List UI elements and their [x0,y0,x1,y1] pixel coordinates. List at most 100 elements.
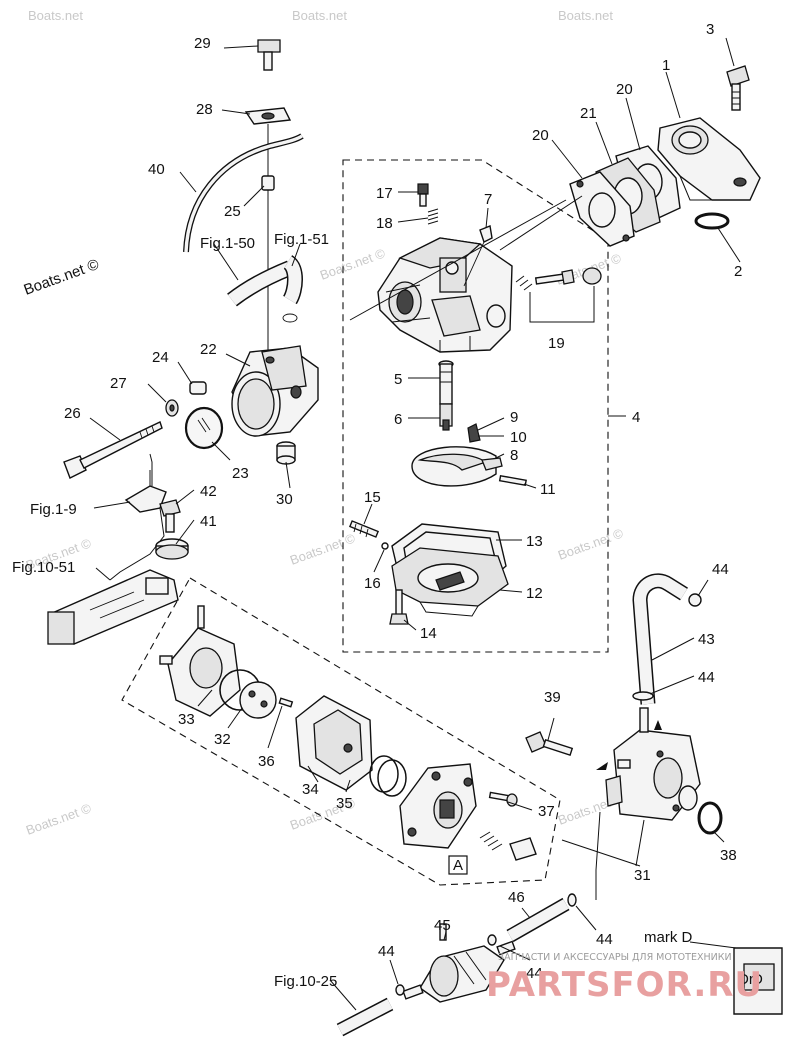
float-pin [498,474,527,487]
hose-clip [487,934,497,946]
hose-clip [632,691,654,701]
pilot-screw [417,183,429,207]
hose-clip [567,893,577,907]
float-chamber [391,547,509,617]
figure-references: Fig.1-50 Fig.1-51 Fig.1-9 Fig.10-51 Fig.… [12,231,693,990]
throttle-stop-screw [515,267,602,291]
pump-spring-2 [479,831,503,851]
callout-part-13: 13 [526,533,543,550]
watermark: Boats.net © [24,800,94,838]
callout-part-39: 39 [544,689,561,706]
manifold-bolt [726,65,750,111]
float-chamber-screw [389,589,409,625]
pump-cover [159,605,241,717]
callouts: 1 2 3 4 5 6 7 8 9 10 11 12 13 14 15 16 1… [64,21,742,982]
pump-screw [278,697,294,708]
callout-part-20b: 20 [532,127,549,144]
callout-part-36: 36 [258,753,275,770]
carburetor-body [377,237,513,353]
watermark: Boats.net [558,8,613,23]
ref-fig10-51: Fig.10-51 [12,559,75,576]
callout-part-23: 23 [232,465,249,482]
cable-bracket [109,453,167,581]
mark-a: A [453,857,463,874]
joint-seal [184,406,224,450]
callout-part-3: 3 [706,21,714,38]
callout-part-44b: 44 [698,669,715,686]
callout-part-2: 2 [734,263,742,280]
callout-part-37: 37 [538,803,555,820]
leader-19 [529,286,595,323]
o-ring [694,212,730,230]
callout-part-7: 7 [484,191,492,208]
callout-part-16: 16 [364,575,381,592]
flow-arrow [596,762,608,770]
hose-clip [395,984,405,996]
callout-part-1: 1 [662,57,670,74]
callout-part-40: 40 [148,161,165,178]
watermark: Boats.net [28,8,83,23]
hose-clip [688,593,702,607]
spring [427,208,439,225]
washer [165,399,179,417]
callout-part-35: 35 [336,795,353,812]
fuel-hose-46 [506,897,570,943]
pump-outlet-line [595,811,601,900]
fuel-filter [402,923,516,1003]
pump-body [399,763,477,849]
long-bolt [63,421,163,479]
branding-tagline: ЗАПЧАСТИ И АКСЕССУАРЫ ДЛЯ МОТОТЕХНИКИ [498,952,732,963]
callout-part-19: 19 [548,335,565,352]
pump-spring [369,755,407,797]
needle-valve [467,423,481,443]
callout-part-14: 14 [420,625,437,642]
pump-diaphragm [295,695,373,791]
callout-part-27: 27 [110,375,127,392]
fuel-hose [632,573,688,705]
choke-cable-core [184,134,303,253]
watermark: Boats.net © [22,256,102,299]
pump-plunger [509,837,537,861]
callout-part-17: 17 [376,185,393,202]
callout-part-28: 28 [196,101,213,118]
pump-o-ring [697,801,723,835]
choke-collar [261,175,275,191]
callout-part-12: 12 [526,585,543,602]
branding-logo: PARTSFOR.RU [486,965,763,1005]
mark-d-prefix: Dr [738,971,754,988]
bracket-fig10-51 [47,569,179,645]
ref-fig1-50: Fig.1-50 [200,235,255,252]
callout-part-46: 46 [508,889,525,906]
callout-part-44c: 44 [596,931,613,948]
callout-part-44e: 44 [378,943,395,960]
pump-valve [239,681,277,719]
callout-part-22: 22 [200,341,217,358]
damper [155,538,189,560]
callout-part-24: 24 [152,349,169,366]
flow-arrow [654,720,662,730]
callout-part-21: 21 [580,105,597,122]
callout-part-44d: 44 [526,965,543,982]
main-nozzle [438,360,454,405]
intake-manifold [657,117,761,201]
callout-part-43: 43 [698,631,715,648]
mark-d-label: mark D [644,929,693,946]
callout-part-41: 41 [200,513,217,530]
callout-part-31: 31 [634,867,651,884]
ref-fig1-9: Fig.1-9 [30,501,77,518]
callout-part-15: 15 [364,489,381,506]
collar [189,381,207,395]
fuel-pump [605,707,701,821]
ref-fig10-25: Fig.10-25 [274,973,337,990]
carburetor-gasket [569,171,635,247]
main-jet [439,403,453,431]
callout-part-33: 33 [178,711,195,728]
partsfor-branding: ЗАПЧАСТИ И АКСЕССУАРЫ ДЛЯ МОТОТЕХНИКИ PA… [486,952,763,1005]
watermark: Boats.net © [288,530,358,568]
bolt-42 [159,499,181,533]
bolt-29 [257,39,281,71]
float [411,446,503,487]
fuel-pump-exploded-outline [121,577,561,886]
callout-part-6: 6 [394,411,402,428]
